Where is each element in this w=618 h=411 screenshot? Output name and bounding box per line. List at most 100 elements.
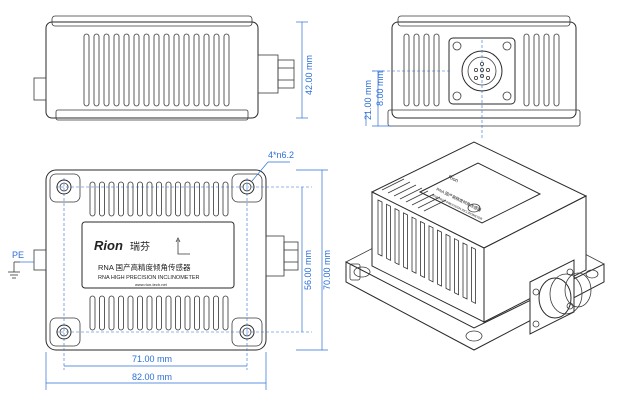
model-subtitle: RNA HIGH PRECISION INCLINOMETER [98,275,199,281]
plan-fins-bottom [89,295,229,331]
fin [99,295,105,331]
fin [165,181,172,217]
pin [485,68,490,73]
fin [411,193,435,206]
dim-height-top: 42.00 mm [304,55,314,95]
fin [108,181,115,217]
dim-connector-height: 8.00 mm [375,71,385,106]
fin [113,33,120,107]
fin [108,295,115,331]
fin [184,181,191,217]
dim-hole-spec: 4*n6.2 [268,150,294,160]
fin [127,181,134,217]
brand-cn: 瑞芬 [130,241,150,253]
fin [394,207,400,266]
fin [183,33,190,107]
fin [445,233,451,292]
fin [222,181,229,217]
iso-label-plate [418,162,542,224]
fin [118,181,124,217]
pin [473,76,478,81]
dim-hole-pitch-x: 71.00 mm [132,354,172,364]
fin [411,216,417,274]
model-line: RNA 国产高精度倾角传感器 [98,262,191,272]
fin [194,295,200,331]
fin [386,203,391,261]
front-base [55,109,249,121]
fin [433,33,440,107]
fin [423,33,430,107]
fin [213,33,220,107]
iso-fins-left [377,199,476,304]
axis-icon [177,240,190,255]
brand-logo: Rion [94,238,123,253]
iso-brand: Rion [447,174,459,184]
fin [533,33,540,107]
front-connector-plug [277,59,295,89]
dim-body-y: 70.00 mm [322,250,332,290]
plan-fins-top [89,181,229,217]
fin [437,229,442,287]
fin [123,33,130,107]
fin [413,33,420,107]
fin [83,33,90,107]
front-ground-stud [33,77,47,101]
fin [213,295,219,331]
front-connector-body [257,54,279,94]
fin [193,33,200,107]
fin [163,33,170,107]
front-top-lip [51,15,253,27]
fin [143,33,150,107]
pin [473,68,478,73]
plan-view: Rion 瑞芬 RNA 国产高精度倾角传感器 RNA HIGH PRECISIO… [8,150,332,390]
fin [203,295,210,331]
dim-offset-connector: 21.00 mm [363,80,373,120]
fin [175,295,181,331]
fin [393,184,417,197]
fin [403,212,408,270]
side-fins [403,33,560,107]
fin [387,181,411,194]
fin [133,33,140,107]
fin [417,196,441,209]
label-plate [81,221,235,289]
side-view: 21.00 mm 8.00 mm [363,15,581,138]
pe-label: PE [12,250,24,260]
fin [223,33,230,107]
fin [118,295,124,331]
fin [399,187,423,200]
fin [423,199,447,212]
fin [405,190,429,203]
isometric-view: Rion RNA 国产高精度倾角传感器 RNA HIGH PRECISION I… [345,141,605,351]
pin [485,76,490,81]
fin [153,33,160,107]
side-base [387,109,581,127]
fin [203,33,210,107]
fin [454,238,459,296]
fin [89,181,96,217]
fin [222,295,229,331]
fin [103,33,110,107]
iso-right-face [483,195,587,323]
dim-body-x: 82.00 mm [132,372,172,382]
website: www.rion-tech.net [135,282,168,287]
iso-connector [538,277,572,319]
fin [203,181,210,217]
fin [194,181,200,217]
ground-stud [33,249,47,271]
fin [523,33,530,107]
fin [175,181,181,217]
fin [137,295,143,331]
fin [377,199,383,257]
fin [184,295,191,331]
fin [381,178,405,191]
fin [213,181,219,217]
fin [146,295,153,331]
connector-pins [473,62,490,81]
fin [165,295,172,331]
fin [462,242,468,300]
front-fins [83,33,230,107]
fin [156,295,162,331]
